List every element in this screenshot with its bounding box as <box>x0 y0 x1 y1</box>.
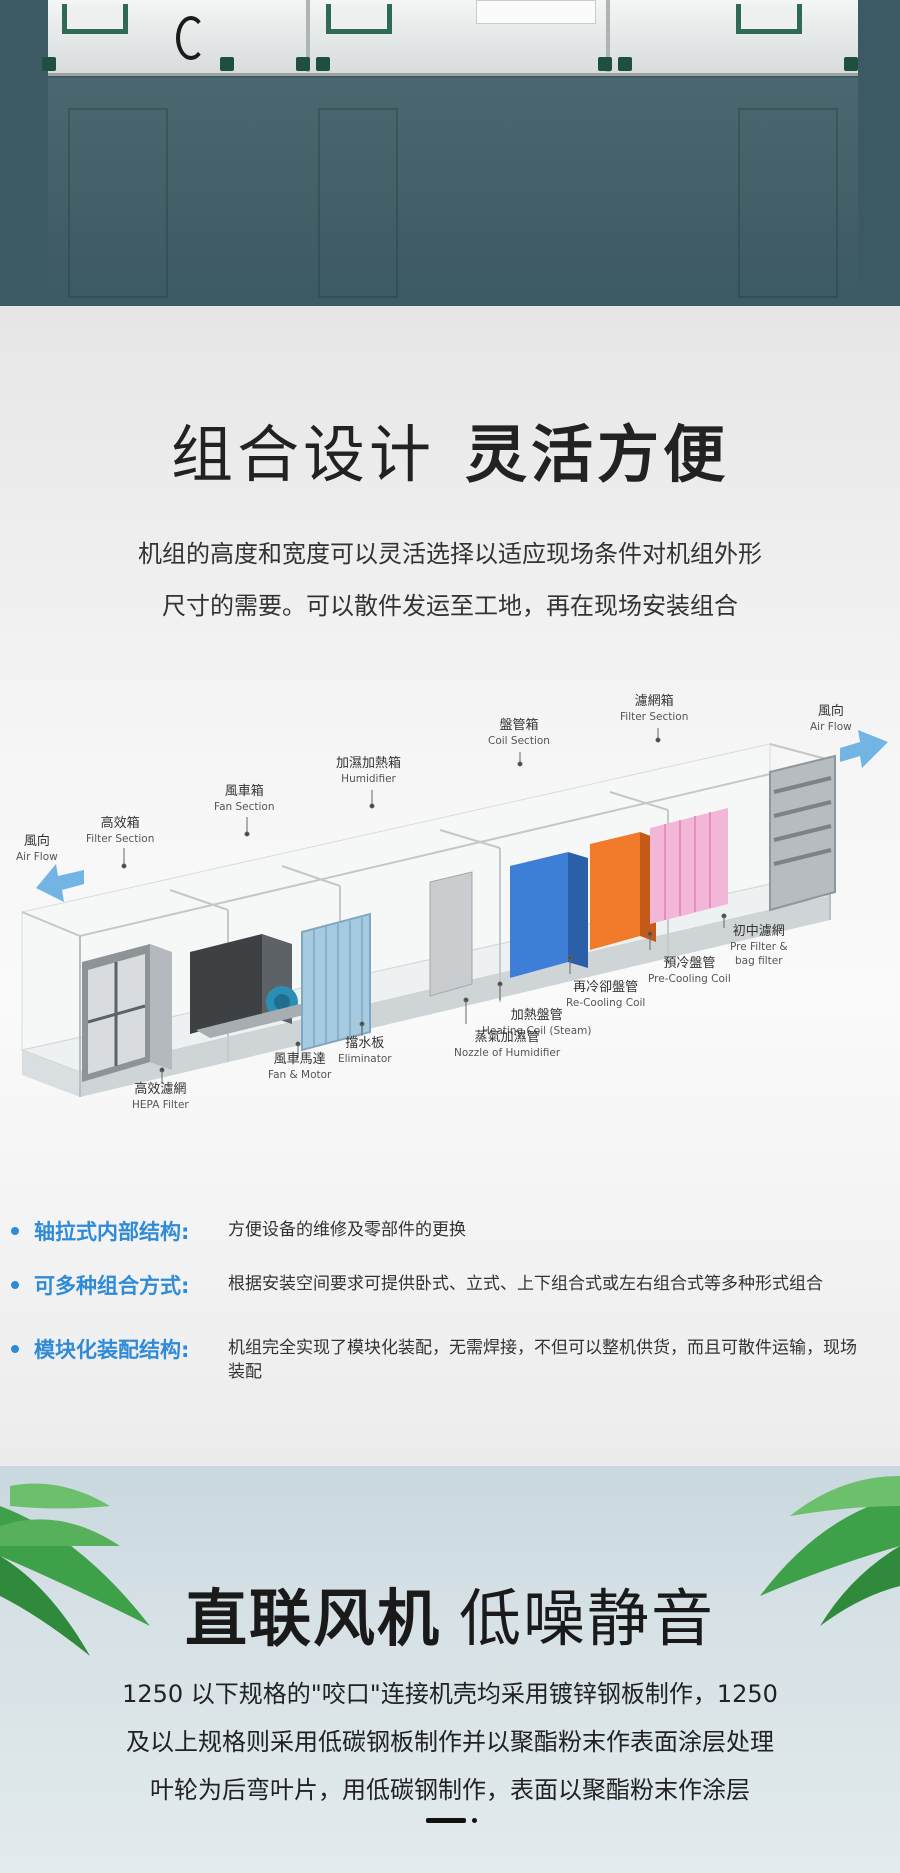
label-airflow-left: 風向 Air Flow <box>16 834 58 863</box>
label-coil-section: 盤管箱 Coil Section <box>488 718 550 747</box>
floor-reflection <box>48 78 858 306</box>
label-filter-section-left: 高效箱 Filter Section <box>86 816 155 845</box>
label-hepa-filter: 高效濾網 HEPA Filter <box>132 1082 189 1111</box>
section-description: 机组的高度和宽度可以灵活选择以适应现场条件对机组外形 尺寸的需要。可以散件发运至… <box>138 540 762 620</box>
ahu-illustration <box>20 728 888 1097</box>
air-handling-unit-photo <box>42 0 858 76</box>
label-filter-section-right: 濾網箱 Filter Section <box>620 694 689 723</box>
label-fan-motor: 風車馬達 Fan & Motor <box>268 1052 332 1081</box>
ahu-exploded-diagram: 風向 Air Flow 高效箱 Filter Section 風車箱 Fan S… <box>0 652 900 1482</box>
label-nozzle-humidifier: 蒸氣加濕管 Nozzle of Humidifier <box>454 1030 561 1059</box>
divider-dash <box>426 1818 466 1823</box>
bullet-icon <box>11 1345 19 1353</box>
label-eliminator: 擋水板 Eliminator <box>338 1036 392 1065</box>
label-heating-coil: 加熱盤管 Heating Coil (Steam) <box>482 1008 592 1037</box>
hero-product-photo <box>0 0 900 306</box>
section-title: 直联风机低噪静音 <box>184 1582 716 1655</box>
cable-coil <box>176 16 206 60</box>
bullet-icon <box>11 1281 19 1289</box>
label-airflow-right: 風向 Air Flow <box>810 704 852 733</box>
section-title: 组合设计灵活方便 <box>170 418 730 491</box>
label-re-cooling-coil: 再冷卻盤管 Re-Cooling Coil <box>566 980 646 1009</box>
label-pre-cooling-coil: 預冷盤管 Pre-Cooling Coil <box>648 956 731 985</box>
palm-leaf-left-decoration <box>0 1483 150 1656</box>
palm-leaf-right-decoration <box>760 1476 900 1626</box>
direct-fan-section: 直联风机低噪静音 1250 以下规格的"咬口"连接机壳均采用镀锌钢板制作，125… <box>0 1466 900 1873</box>
bullet-icon <box>11 1227 19 1235</box>
modular-design-section: 组合设计灵活方便 机组的高度和宽度可以灵活选择以适应现场条件对机组外形 尺寸的需… <box>0 306 900 1466</box>
label-fan-section: 風車箱 Fan Section <box>214 784 275 813</box>
label-pre-filter: 初中濾網 Pre Filter & bag filter <box>730 924 788 967</box>
divider-dot <box>472 1818 477 1823</box>
label-humidifier: 加濕加熱箱 Humidifier <box>336 756 402 785</box>
section-description: 1250 以下规格的"咬口"连接机壳均采用镀锌钢板制作，1250 及以上规格则采… <box>122 1680 778 1804</box>
